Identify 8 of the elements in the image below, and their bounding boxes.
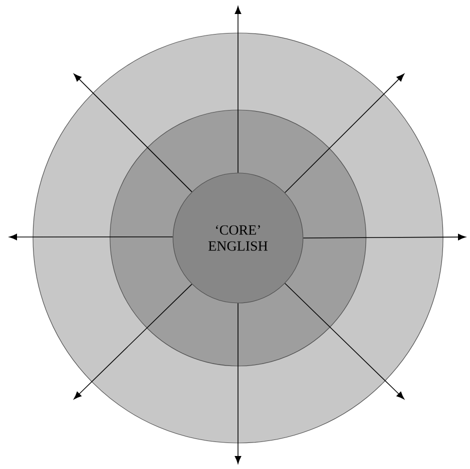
- arrow: [234, 6, 242, 174]
- arrow: [234, 302, 242, 464]
- arrow: [9, 234, 174, 240]
- arrow: [284, 74, 404, 194]
- arrow: [284, 282, 404, 400]
- arrow: [302, 234, 466, 240]
- arrow: [74, 284, 192, 400]
- arrow: [74, 74, 192, 192]
